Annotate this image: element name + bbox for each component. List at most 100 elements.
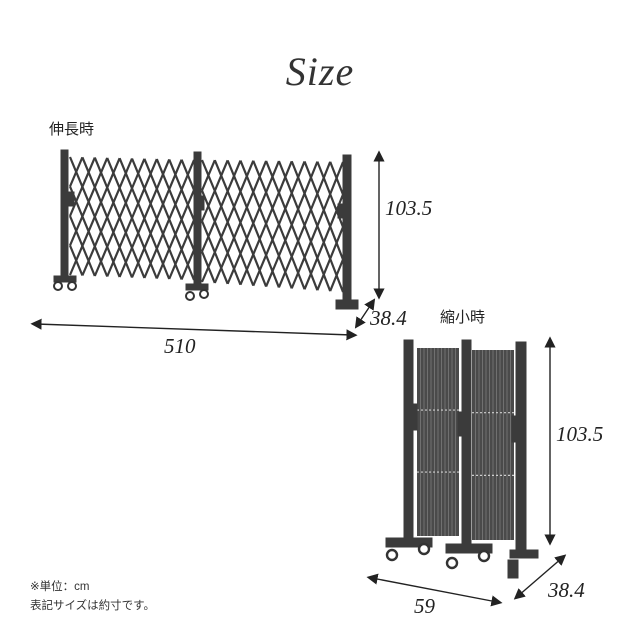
approx-note: 表記サイズは約寸です。 <box>30 600 156 612</box>
retracted-width-value: 59 <box>414 594 435 618</box>
lattice-bar <box>130 188 146 219</box>
retracted-panel-right <box>472 350 514 540</box>
extended-depth-value: 38.4 <box>370 306 407 330</box>
lattice-bar <box>239 160 255 193</box>
lattice-bar <box>265 192 280 225</box>
lattice-bar <box>106 187 121 218</box>
extended-gate-image <box>53 149 359 310</box>
lattice-bar <box>200 221 216 252</box>
lattice-bar <box>93 216 109 247</box>
lattice-bar <box>252 160 268 193</box>
lattice-bar <box>252 254 268 287</box>
lattice-bar <box>226 160 242 192</box>
lattice-bar <box>252 223 268 255</box>
lattice-bar <box>155 188 171 220</box>
lattice-bar <box>68 186 84 217</box>
lattice-bar <box>316 226 332 259</box>
lattice-bar <box>277 192 293 225</box>
extended-label: 伸長時 <box>49 121 95 138</box>
lattice-bar <box>239 191 255 224</box>
page-title: Size <box>285 49 355 94</box>
lattice-bar <box>213 159 229 192</box>
retracted-gate-image <box>385 339 539 579</box>
lattice-bar <box>143 248 158 279</box>
lattice-bar <box>303 193 319 226</box>
lattice-bar <box>213 190 229 222</box>
lattice-bar <box>155 218 171 250</box>
lattice-bar <box>226 253 242 285</box>
lattice-bar <box>265 255 280 287</box>
lattice-bar <box>168 219 183 250</box>
lattice-bar <box>106 217 121 248</box>
lattice-bar <box>252 191 268 224</box>
retracted-height-value: 103.5 <box>556 422 604 446</box>
lattice-bar <box>213 221 229 253</box>
lattice-bar <box>200 251 216 283</box>
lattice-bar <box>180 219 196 250</box>
lattice-bar <box>143 158 158 190</box>
notes: ※単位：cm 表記サイズは約寸です。 <box>30 578 155 616</box>
lattice-bar <box>130 217 146 249</box>
lattice-bar <box>200 159 216 191</box>
retracted-panel-left <box>417 348 459 536</box>
lattice-bar <box>226 191 242 223</box>
lattice-bar <box>81 186 96 217</box>
extended-depth-line <box>354 298 376 329</box>
lattice-bar <box>290 224 306 258</box>
lattice-bar <box>81 157 96 188</box>
lattice-bar <box>226 222 242 254</box>
retracted-depth-value: 38.4 <box>548 578 585 602</box>
lattice-bar <box>68 245 84 276</box>
lattice-bar <box>168 249 183 280</box>
lattice-bar <box>68 156 84 187</box>
extended-width-line <box>30 318 358 341</box>
lattice-bar <box>180 249 196 280</box>
lattice-bar <box>81 216 96 247</box>
lattice-bar <box>130 247 146 278</box>
lattice-bar <box>143 218 158 249</box>
lattice-bar <box>239 253 255 286</box>
retracted-width-line <box>366 573 503 607</box>
extended-lattice-left <box>68 156 196 281</box>
extended-height-value: 103.5 <box>385 196 433 220</box>
extended-width-value: 510 <box>164 334 196 358</box>
lattice-bar <box>290 256 306 289</box>
lattice-bar <box>290 192 306 226</box>
lattice-bar <box>213 252 229 284</box>
lattice-bar <box>155 158 171 190</box>
lattice-bar <box>303 161 319 194</box>
lattice-bar <box>329 226 345 260</box>
lattice-bar <box>93 246 109 277</box>
lattice-bar <box>303 257 319 290</box>
lattice-bar <box>265 160 280 193</box>
lattice-bar <box>290 161 306 194</box>
lattice-bar <box>277 256 293 288</box>
lattice-bar <box>200 190 216 222</box>
lattice-bar <box>277 224 293 257</box>
lattice-bar <box>168 159 183 190</box>
lattice-bar <box>329 161 345 195</box>
lattice-bar <box>316 258 332 291</box>
lattice-bar <box>180 159 196 191</box>
lattice-bar <box>68 215 84 246</box>
lattice-bar <box>81 245 96 276</box>
retracted-depth-line <box>513 554 567 600</box>
lattice-bar <box>316 161 332 195</box>
lattice-bar <box>329 259 345 292</box>
lattice-bar <box>316 193 332 227</box>
lattice-bar <box>106 157 121 188</box>
lattice-bar <box>155 248 171 279</box>
lattice-bar <box>143 188 158 219</box>
lattice-bar <box>93 187 109 218</box>
lattice-bar <box>277 160 293 194</box>
lattice-bar <box>303 225 319 258</box>
lattice-bar <box>118 217 134 248</box>
lattice-bar <box>329 194 345 227</box>
lattice-bar <box>118 247 134 278</box>
lattice-bar <box>265 223 280 256</box>
lattice-bar <box>130 158 146 189</box>
lattice-bar <box>118 158 134 189</box>
unit-note: ※単位：cm <box>30 581 90 593</box>
lattice-bar <box>180 189 196 221</box>
